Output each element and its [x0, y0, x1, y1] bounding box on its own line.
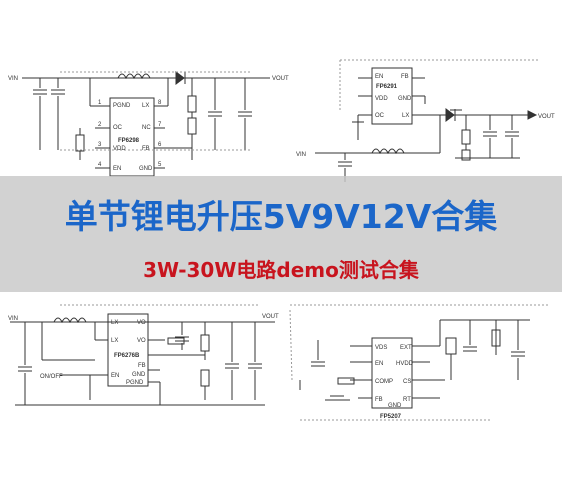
fp6298-pin-n5: 5: [158, 162, 162, 168]
fp6298-pin-n1: 1: [98, 100, 102, 106]
title-banner: [0, 176, 562, 292]
fp6298-vout-label: VOUT: [272, 76, 289, 82]
fp6298-pin-n6: 6: [158, 142, 162, 148]
fp6276b-pin-r2: VO: [137, 338, 146, 344]
fp6298-pin-n4: 4: [98, 162, 102, 168]
fp5207-pin-r4: RT: [403, 397, 411, 403]
fp6276b-pin-r5: PGND: [126, 380, 144, 386]
fp6298-pin-l3: VDD: [113, 146, 126, 152]
fp6298-pin-n7: 7: [158, 122, 162, 128]
fp5207-pin-r2: HVDD: [396, 361, 414, 367]
fp6298-pin-r4: GND: [139, 166, 153, 172]
schematic-fp6276b: [10, 304, 275, 406]
fp5207-pin-l2: EN: [375, 361, 383, 367]
fp5207-pin-r3: CS: [403, 379, 411, 385]
fp6276b-pin-l3: EN: [111, 373, 119, 379]
fp6276b-pin-l2: LX: [111, 338, 118, 344]
fp6291-chip-label: FP6291: [376, 84, 398, 90]
fp6298-pin-l2: OC: [113, 125, 123, 131]
fp5207-pin-l3: COMP: [375, 379, 393, 385]
fp6291-pin-r2: GND: [398, 96, 412, 102]
fp6298-pin-l1: PGND: [113, 103, 131, 109]
fp6298-pin-n3: 3: [98, 142, 102, 148]
schematic-fp6291: [315, 59, 540, 182]
fp5207-pin-l4: FB: [375, 397, 383, 403]
fp6276b-pin-r4: GND: [132, 372, 146, 378]
fp6298-pin-r3: FB: [142, 146, 150, 152]
fp5207-pin-r1: EXT: [400, 345, 412, 351]
fp6276b-onoff-label: ON/OFF: [40, 374, 63, 380]
fp5207-pin-l1: VDS: [375, 345, 387, 351]
fp6291-vin-label: VIN: [296, 152, 306, 158]
fp6276b-pin-l1: LX: [111, 320, 118, 326]
banner-title: 单节锂电升压5V9V12V合集: [64, 197, 498, 236]
schematic-fp6298: [22, 71, 270, 177]
fp5207-chip-label: FP5207: [380, 414, 402, 420]
fp6291-pin-l1: EN: [375, 74, 383, 80]
fp6291-pin-r1: FB: [401, 74, 409, 80]
fp6291-pin-l3: OC: [375, 113, 385, 119]
fp6276b-pin-r3: FB: [138, 363, 146, 369]
fp6298-vin-label: VIN: [8, 76, 18, 82]
fp6298-chip-label: FP6298: [118, 138, 140, 144]
fp6298-pin-n2: 2: [98, 122, 102, 128]
fp6276b-pin-r1: VO: [137, 320, 146, 326]
fp6291-pin-r3: LX: [402, 113, 409, 119]
fp6276b-vout-label: VOUT: [262, 314, 279, 320]
fp6276b-chip-label: FP6276B: [114, 353, 140, 359]
fp6291-pin-l2: VDD: [375, 96, 388, 102]
schematic-fp5207: [289, 304, 550, 421]
fp6298-pin-n8: 8: [158, 100, 162, 106]
banner-subtitle: 3W-30W电路demo测试合集: [143, 258, 419, 282]
fp6298-pin-r1: LX: [142, 103, 149, 109]
fp6276b-vin-label: VIN: [8, 316, 18, 322]
fp6298-pin-r2: NC: [142, 125, 151, 131]
fp6291-vout-label: VOUT: [538, 114, 555, 120]
fp5207-pin-r5: GND: [388, 403, 402, 409]
fp6298-pin-l4: EN: [113, 166, 121, 172]
